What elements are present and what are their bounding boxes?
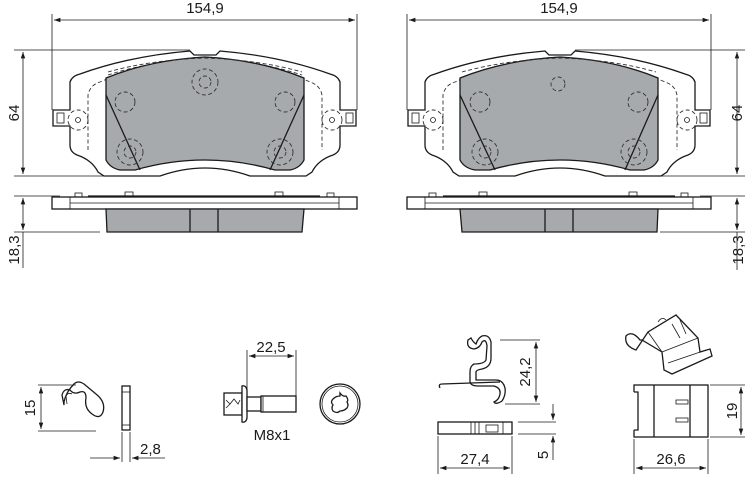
spring-clip-thickness-label: 5 <box>535 451 552 459</box>
torx-head-icon <box>319 383 361 425</box>
bolt-thread-label: M8x1 <box>254 427 291 444</box>
spring-clip: 24,2 5 27,4 <box>437 334 556 474</box>
spring-clip-height-label: 24,2 <box>517 357 534 386</box>
right-pad-side-view: 18,3 <box>406 191 747 270</box>
right-pad-height-label: 64 <box>729 105 746 122</box>
bracket-clip-width-label: 26,6 <box>656 451 685 468</box>
left-pad-width-label: 154,9 <box>186 0 224 17</box>
spring-clip-width-label: 27,4 <box>460 451 489 468</box>
wire-clip: 15 2,8 <box>22 381 165 462</box>
left-pad-thickness-label: 18,3 <box>6 235 23 264</box>
left-pad-side-view: 18,3 <box>6 191 358 268</box>
wire-clip-height-label: 15 <box>22 400 39 417</box>
bracket-clip-height-label: 19 <box>724 403 741 420</box>
left-pad-front-view: 154,9 64 <box>6 0 358 177</box>
right-pad-front-view: 154,9 64 <box>406 0 746 177</box>
left-pad-height-label: 64 <box>6 105 23 122</box>
bolt: 22,5 M8x1 <box>223 339 361 444</box>
wire-clip-thickness-label: 2,8 <box>140 441 161 458</box>
right-pad-width-label: 154,9 <box>540 0 578 17</box>
bracket-clip: 19 26,6 <box>625 314 745 474</box>
bolt-length-label: 22,5 <box>256 339 285 356</box>
right-pad-thickness-label: 18,3 <box>730 235 747 264</box>
